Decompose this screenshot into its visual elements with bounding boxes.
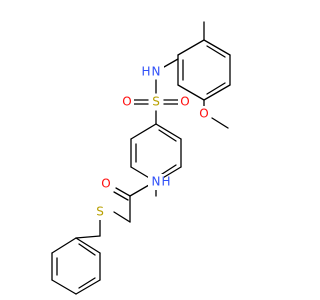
- bond-nh-carbonyl: [129, 184, 150, 197]
- bond-co-2: [113, 191, 129, 201]
- nitrogen-atom-amide: N: [152, 175, 161, 189]
- hydrogen-atom-amide: H: [161, 175, 170, 189]
- bond-ring2-a: [155, 123, 182, 140]
- bond-nh-ring1: [163, 58, 179, 68]
- bond-ring1-c: [203, 84, 231, 101]
- bond-ch2-ring3: [75, 235, 101, 239]
- bond-ring1-f: [177, 39, 205, 56]
- sulfur-atom-thioether: S: [96, 205, 104, 219]
- chemical-structure-diagram: N H O S O O N H O S: [51, 21, 231, 295]
- oxygen-atom-sulfonyl-left: O: [122, 95, 131, 109]
- bond-ring1-inner-a: [206, 45, 226, 58]
- bond-ring3-inner-b: [78, 277, 96, 289]
- bond-ch2-s: [113, 211, 131, 223]
- bond-ring3-f: [51, 237, 77, 254]
- bond-ring3-a: [75, 237, 101, 254]
- nitrogen-atom-sulfonamide: N: [152, 65, 161, 79]
- oxygen-atom-carbonyl: O: [101, 177, 110, 191]
- bond-ring3-d: [51, 279, 77, 295]
- oxygen-atom-methoxy: O: [199, 107, 208, 121]
- atom-labels: N H O S O O N H O S: [93, 63, 211, 220]
- sulfur-atom-sulfonyl: S: [152, 95, 160, 109]
- bond-ring2-f: [130, 123, 157, 140]
- bond-ring3-c: [75, 279, 101, 295]
- bond-ring1-a: [203, 39, 231, 56]
- hydrogen-atom-sulfonamide: H: [141, 65, 150, 79]
- bond-o-methyl: [211, 117, 229, 129]
- bond-co-1: [115, 187, 131, 197]
- bond-ring3-inner-a: [78, 243, 96, 256]
- bond-ring2-inner-a: [158, 129, 177, 142]
- bond-ring1-inner-b: [206, 82, 226, 95]
- bonds: [51, 21, 231, 295]
- oxygen-atom-sulfonyl-right: O: [180, 95, 189, 109]
- bond-ring1-d: [177, 84, 205, 101]
